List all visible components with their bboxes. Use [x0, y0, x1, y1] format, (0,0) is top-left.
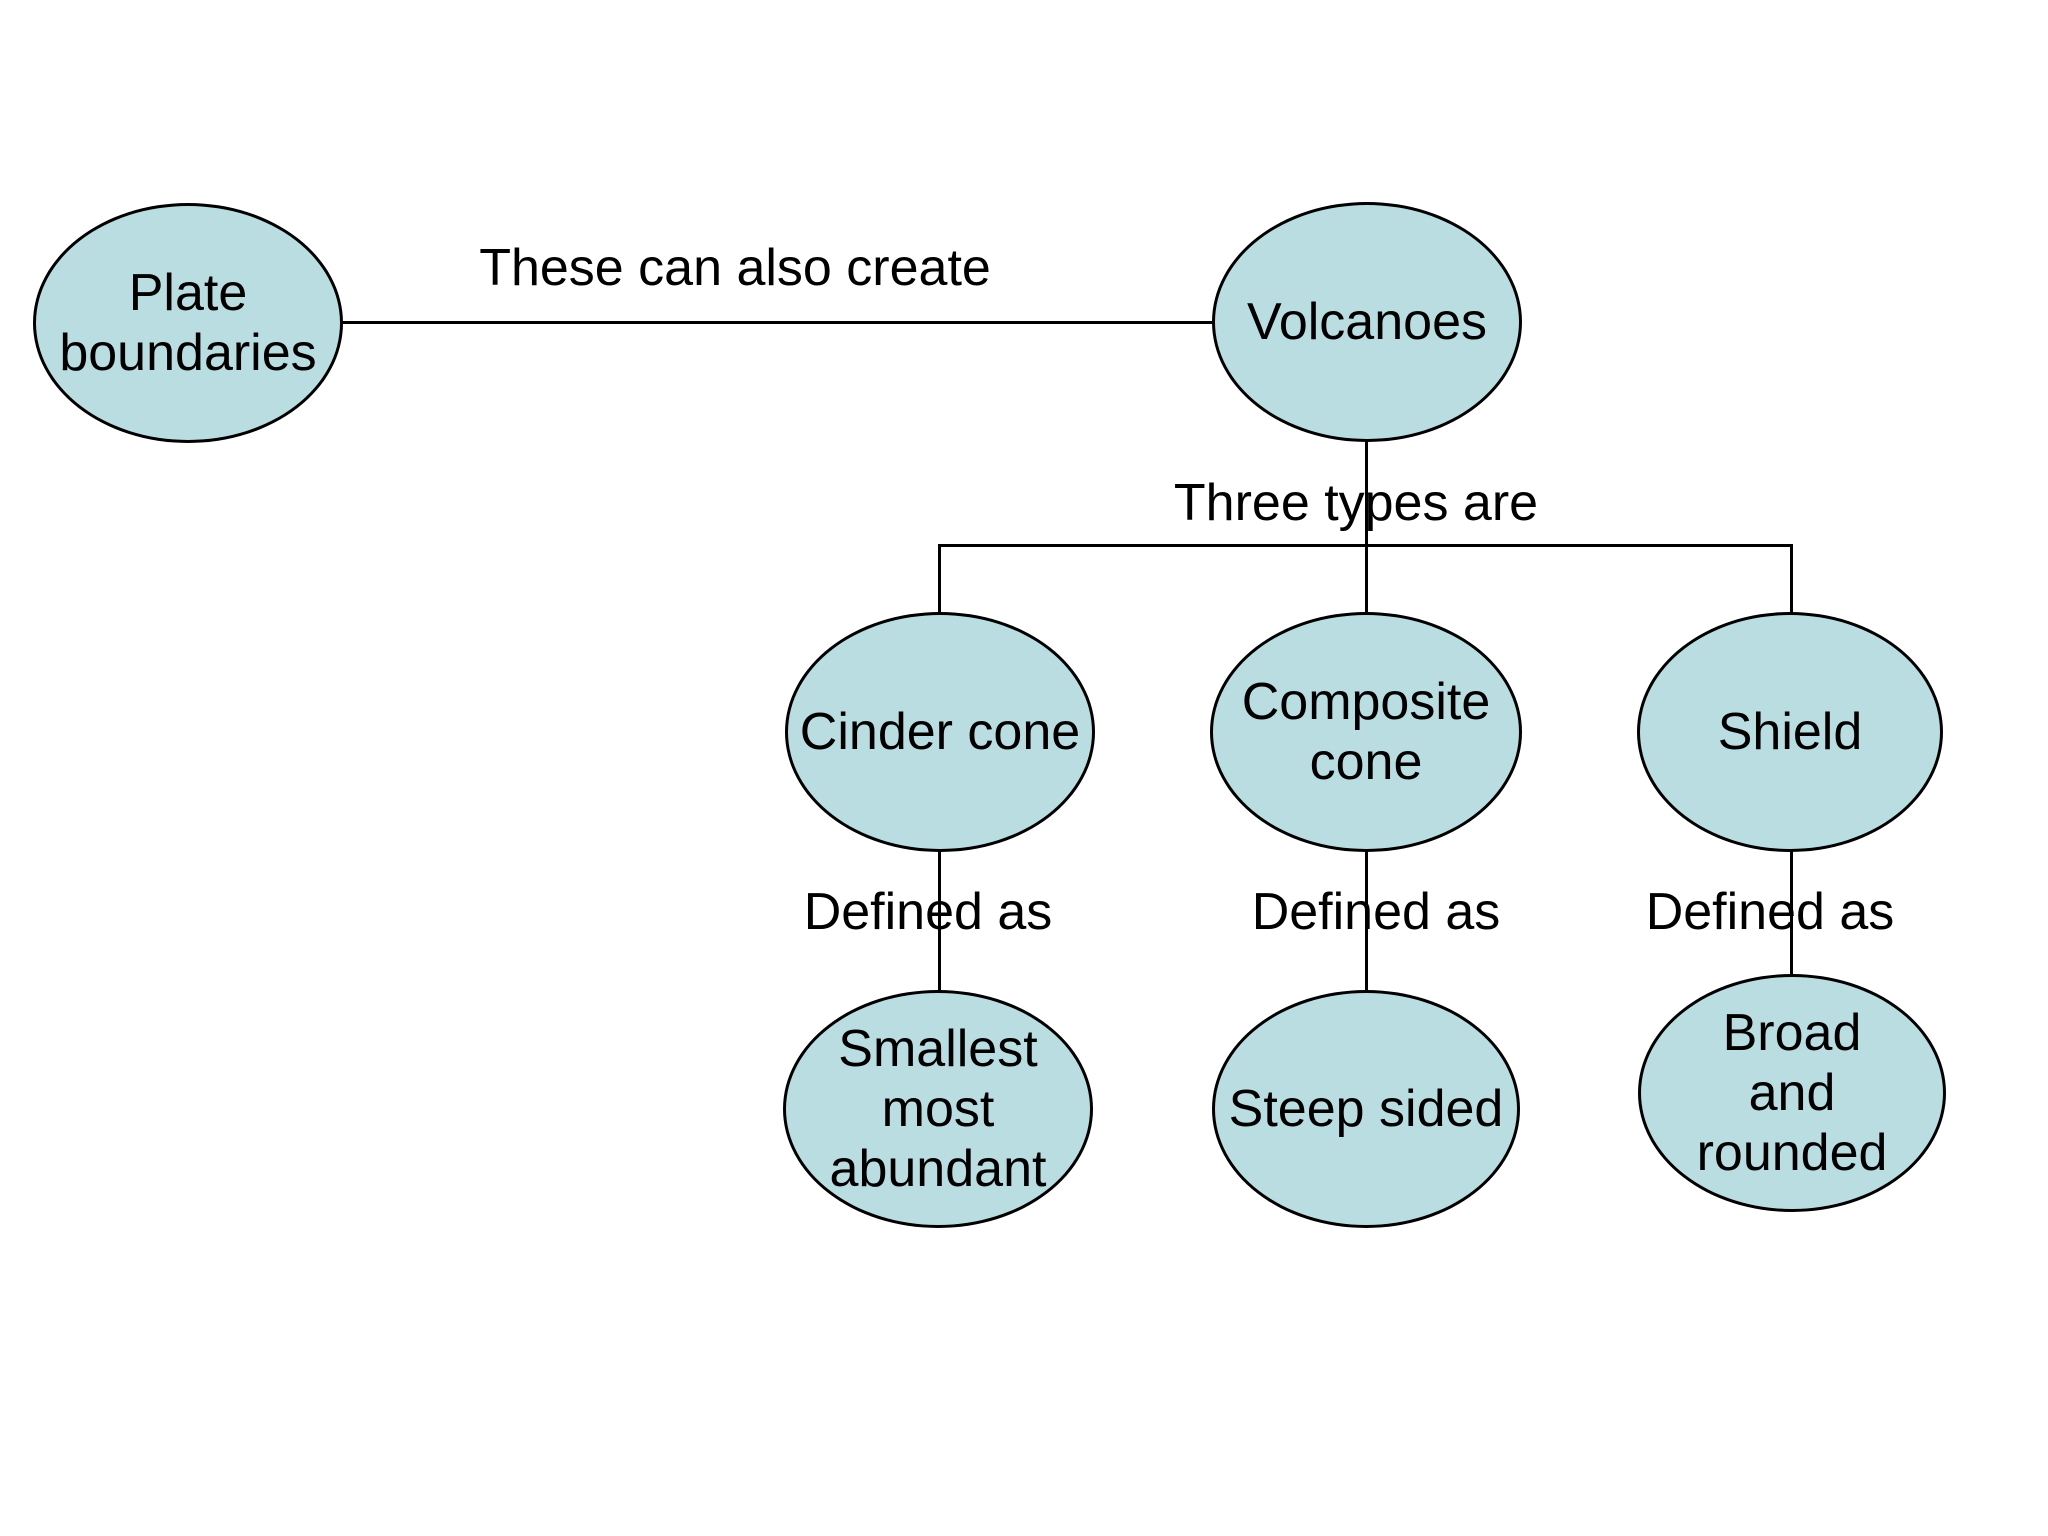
edge-label-defined-as-cinder: Defined as: [803, 883, 1053, 941]
edge-shield-drop-line: [1790, 544, 1793, 614]
node-steep-sided: Steep sided: [1212, 990, 1520, 1228]
edge-label-defined-as-shield: Defined as: [1645, 883, 1895, 941]
node-smallest-most-abundant: Smallest most abundant: [783, 990, 1093, 1228]
node-volcanoes: Volcanoes: [1212, 202, 1522, 442]
edge-shield-defined-line: [1790, 850, 1793, 976]
edge-label-defined-as-composite: Defined as: [1251, 883, 1501, 941]
edge-plate-volcanoes-line: [340, 321, 1214, 324]
edge-label-these-can-also-create: These can also create: [479, 239, 991, 297]
edge-composite-defined-line: [1365, 850, 1368, 992]
edge-volcanoes-down-line: [1365, 440, 1368, 614]
edge-types-tbar-line: [938, 544, 1793, 547]
node-cinder-cone: Cinder cone: [785, 612, 1095, 852]
node-plate-boundaries: Plate boundaries: [33, 203, 343, 443]
edge-label-three-types-are: Three types are: [1173, 474, 1539, 532]
edge-cinder-drop-line: [938, 544, 941, 614]
node-shield: Shield: [1637, 612, 1943, 852]
node-composite-cone: Composite cone: [1210, 612, 1522, 852]
edge-cinder-defined-line: [938, 850, 941, 992]
node-broad-and-rounded: Broad and rounded: [1638, 974, 1946, 1212]
